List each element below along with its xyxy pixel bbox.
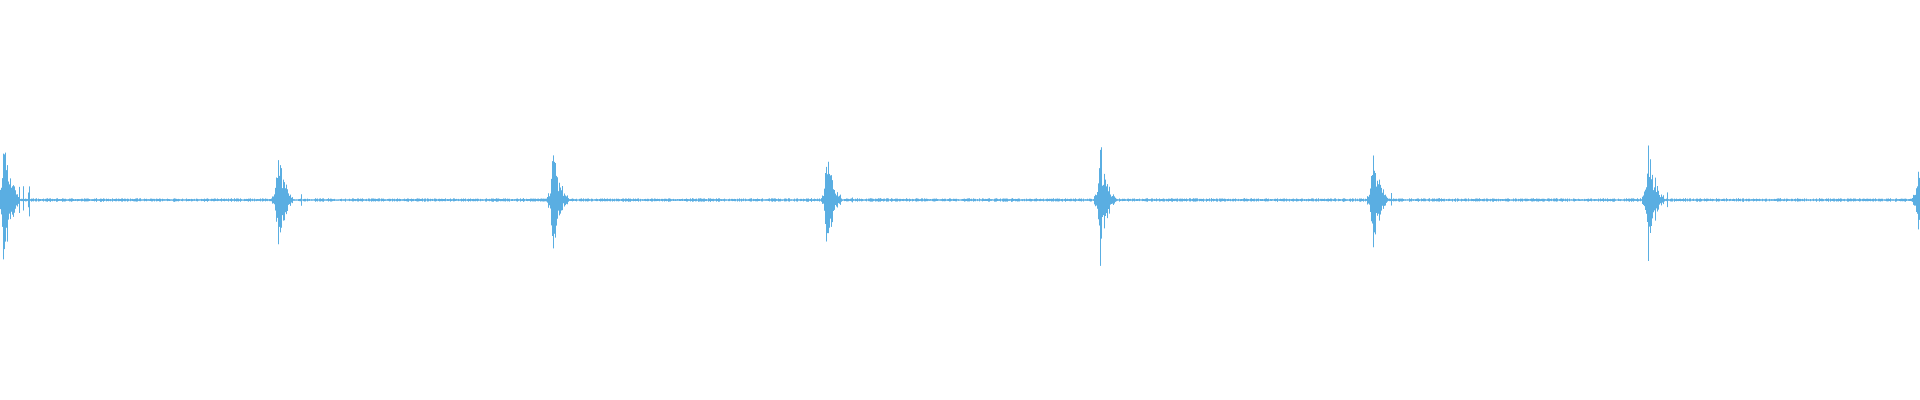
waveform-trace — [0, 145, 1920, 266]
